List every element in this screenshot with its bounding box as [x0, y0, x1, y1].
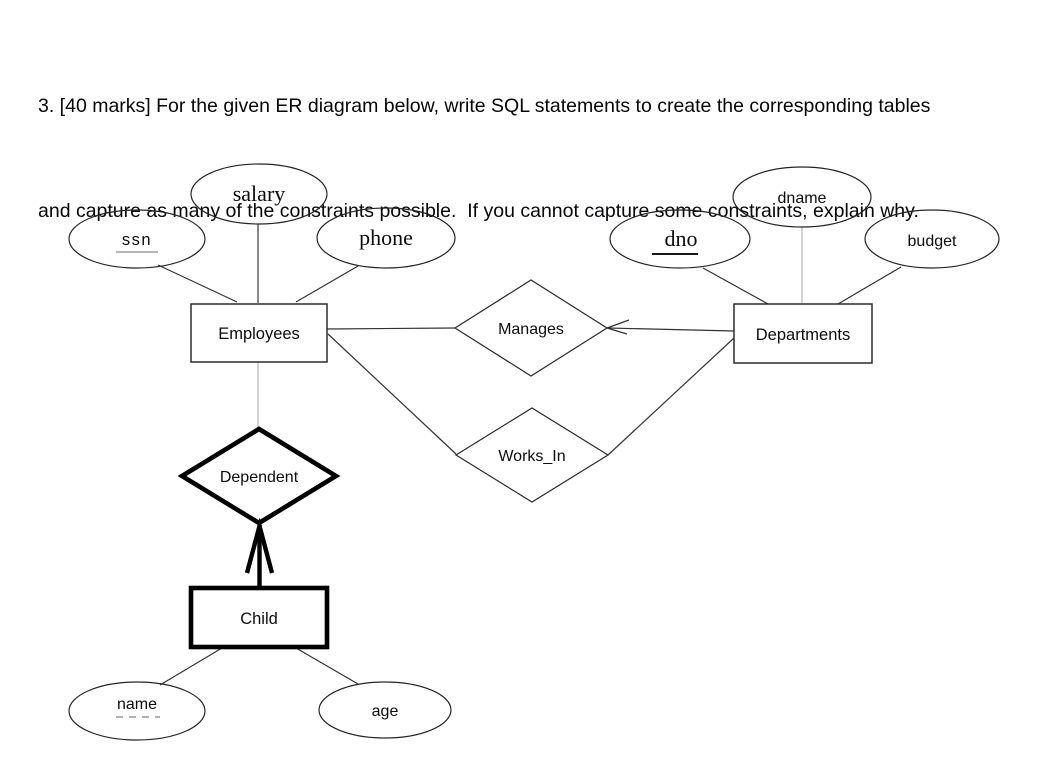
attribute-dno: dno	[609, 209, 751, 269]
connector-dno-departments	[702, 267, 769, 305]
connector-departments-worksin	[607, 337, 735, 456]
connector-phone-employees	[295, 265, 359, 303]
budget-label: budget	[908, 233, 957, 250]
attribute-phone: phone	[316, 207, 456, 269]
connector-budget-departments	[837, 266, 902, 305]
entity-employees: Employees	[190, 303, 328, 363]
phone-label: phone	[359, 225, 413, 250]
relationship-dependent-identifying: Dependent	[177, 426, 341, 526]
departments-rect	[733, 303, 873, 364]
dno-label: dno	[665, 226, 698, 251]
arrowhead-manages-lower-barb	[606, 327, 628, 335]
connector-employees-manages	[326, 327, 456, 330]
ssn-ellipse	[68, 209, 206, 269]
name-ellipse	[68, 681, 206, 741]
dname-ellipse	[732, 166, 872, 228]
salary-label: salary	[233, 181, 286, 206]
salary-ellipse	[190, 163, 328, 225]
relationship-manages: Manages	[453, 279, 609, 377]
manages-diamond	[453, 279, 609, 377]
attribute-age: age	[318, 681, 452, 739]
connector-child-name	[159, 647, 223, 686]
attribute-dname: dname	[732, 166, 872, 228]
phone-ellipse	[316, 207, 456, 269]
connector-child-age	[295, 647, 359, 685]
connector-ssn-employees	[157, 264, 238, 303]
connector-employees-worksin	[327, 333, 457, 455]
age-label: age	[372, 703, 399, 720]
attribute-budget: budget	[864, 209, 1000, 269]
arrowhead-manages	[606, 319, 630, 335]
age-ellipse	[318, 681, 452, 739]
name-label: name	[117, 696, 157, 713]
question-text: 3. [40 marks] For the given ER diagram b…	[38, 19, 1023, 299]
child-rect	[188, 585, 330, 650]
dependent-label: Dependent	[220, 469, 299, 486]
attribute-ssn: ssn	[68, 209, 206, 269]
arrowhead-manages-upper-barb	[606, 319, 630, 329]
entity-departments: Departments	[733, 303, 873, 364]
dependent-diamond	[177, 426, 341, 526]
dno-ellipse	[609, 209, 751, 269]
arrow-child-dependent	[244, 517, 275, 590]
works-in-label: Works_In	[498, 448, 565, 465]
ssn-label: ssn	[122, 231, 152, 249]
budget-ellipse	[864, 209, 1000, 269]
question-line-2: and capture as many of the constraints p…	[38, 200, 919, 222]
entity-child-weak: Child	[188, 585, 330, 650]
manages-label: Manages	[498, 321, 564, 338]
attribute-name: name	[68, 681, 206, 741]
child-label: Child	[240, 610, 278, 628]
departments-label: Departments	[756, 326, 850, 344]
dname-label: dname	[778, 190, 827, 207]
employees-rect	[190, 303, 328, 363]
relationship-works-in: Works_In	[454, 407, 610, 503]
attribute-salary: salary	[190, 163, 328, 225]
arrowhead-child-dependent	[244, 517, 275, 574]
connector-departments-manages	[606, 327, 735, 332]
works-in-diamond	[454, 407, 610, 503]
employees-label: Employees	[218, 325, 300, 343]
question-line-1: 3. [40 marks] For the given ER diagram b…	[38, 95, 931, 117]
